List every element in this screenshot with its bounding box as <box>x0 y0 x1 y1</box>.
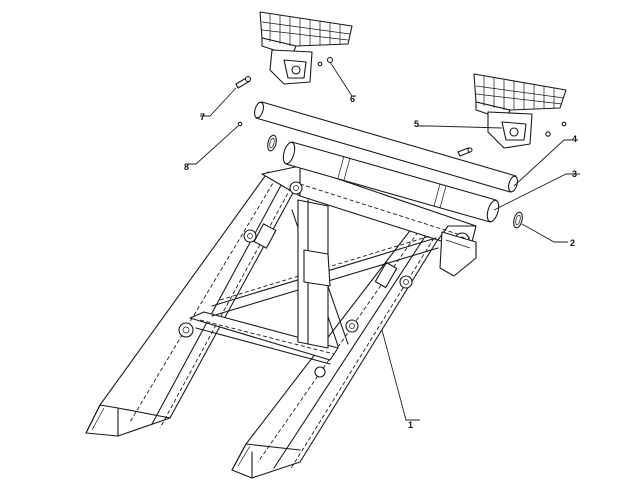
leader-line-7 <box>200 87 237 117</box>
center-bracket-plate <box>297 199 331 349</box>
leader-lines <box>186 61 580 421</box>
right-rail <box>231 227 441 479</box>
basket-assembly-right <box>473 73 567 149</box>
washer-ring-left <box>267 134 277 152</box>
leader-line-2 <box>521 223 568 243</box>
front-cross-beam <box>189 311 339 365</box>
callout-3: 3 <box>572 169 577 179</box>
callout-4: 4 <box>572 134 577 144</box>
leader-line-5 <box>418 125 503 129</box>
washer-ring-right <box>513 211 523 229</box>
callout-7: 7 <box>200 112 205 122</box>
rod <box>254 101 518 193</box>
leader-line-8 <box>186 125 239 165</box>
bolt-pin <box>235 75 252 89</box>
callout-6: 6 <box>350 94 355 104</box>
pin-right <box>457 147 473 157</box>
left-rail <box>85 171 301 437</box>
leader-line-3 <box>493 173 580 211</box>
basket-assembly-left <box>259 11 353 85</box>
callout-8: 8 <box>184 162 189 172</box>
leader-line-4 <box>513 139 578 187</box>
sleeve-tube <box>282 141 500 223</box>
leader-line-1 <box>381 329 420 421</box>
main-frame <box>85 165 477 479</box>
leader-line-6 <box>329 61 356 97</box>
callout-5: 5 <box>414 119 419 129</box>
callout-1: 1 <box>408 420 413 430</box>
nut-small <box>237 121 243 127</box>
callout-2: 2 <box>570 238 575 248</box>
callouts: 1 2 3 4 5 6 7 8 <box>184 94 577 430</box>
